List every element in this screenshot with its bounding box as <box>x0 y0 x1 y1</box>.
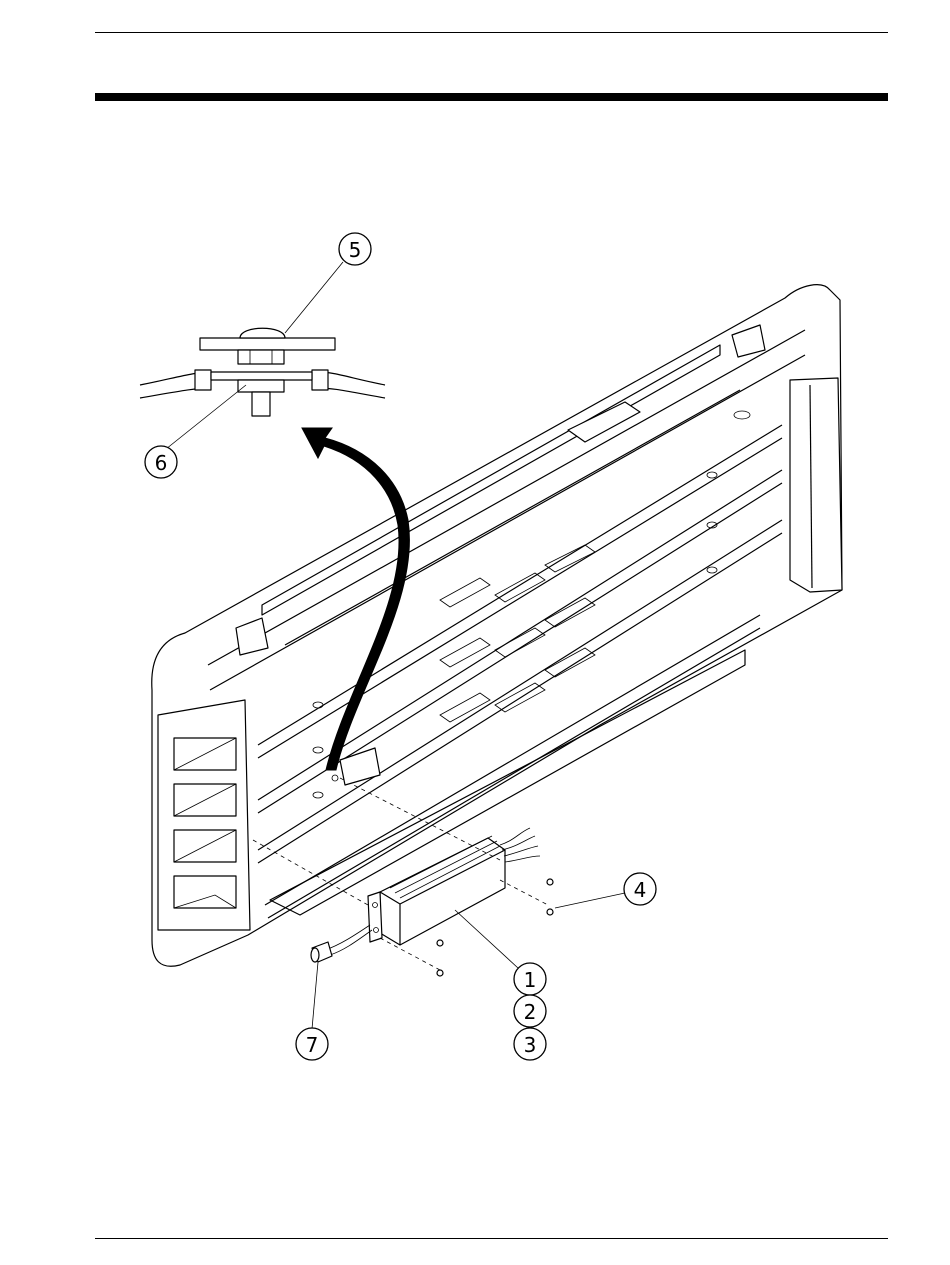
callout-5: 5 <box>339 233 371 265</box>
callout-5-label: 5 <box>349 238 362 262</box>
callout-7: 7 <box>296 1028 328 1060</box>
callout-4-label: 4 <box>634 878 647 902</box>
callout-1-label: 1 <box>524 968 537 992</box>
callout-7-label: 7 <box>306 1033 319 1057</box>
callout-6-label: 6 <box>155 451 168 475</box>
callout-2-label: 2 <box>524 1000 537 1024</box>
callout-3-label: 3 <box>524 1033 537 1057</box>
callout-3: 3 <box>514 1028 546 1060</box>
ground-stud-detail <box>140 328 385 416</box>
callout-1: 1 <box>514 963 546 995</box>
callout-4: 4 <box>624 873 656 905</box>
wire-connector <box>311 942 332 962</box>
callout-6: 6 <box>145 446 177 478</box>
callout-2: 2 <box>514 995 546 1027</box>
